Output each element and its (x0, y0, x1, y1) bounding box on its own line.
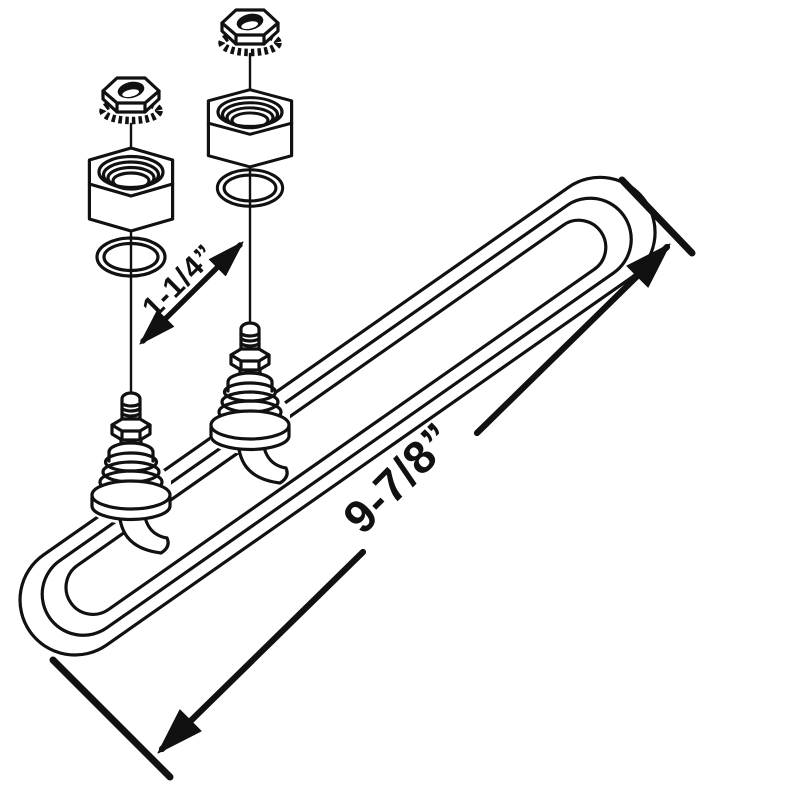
hex-nut-left (87, 146, 175, 233)
keps-lock-nut-left (103, 78, 159, 121)
dimension-arrowhead-upper (626, 243, 671, 288)
dimension-shaft-upper (473, 243, 671, 437)
element-tube-outer-outline (18, 175, 657, 657)
element-tube-middle-outline (40, 196, 633, 637)
post-spacing-label: 1-1/4” (136, 238, 223, 325)
spacing-arrowhead-upper (208, 241, 244, 277)
element-tube-inner-outline (64, 218, 608, 616)
terminal-post-right (208, 321, 292, 485)
hex-nut-right (206, 88, 294, 169)
dimension-post-spacing: 1-1/4” (136, 238, 244, 345)
dimension-arrowhead-lower (157, 709, 202, 754)
dimension-shaft-lower (158, 548, 367, 753)
dimension-end-tick-lower (49, 656, 174, 781)
element-length-label: 9-7/8” (333, 412, 464, 543)
heating-element (18, 175, 657, 657)
dimension-end-tick-upper (618, 176, 696, 257)
spacing-arrowhead-lower (139, 309, 175, 345)
keps-lock-nut-right (222, 10, 278, 53)
